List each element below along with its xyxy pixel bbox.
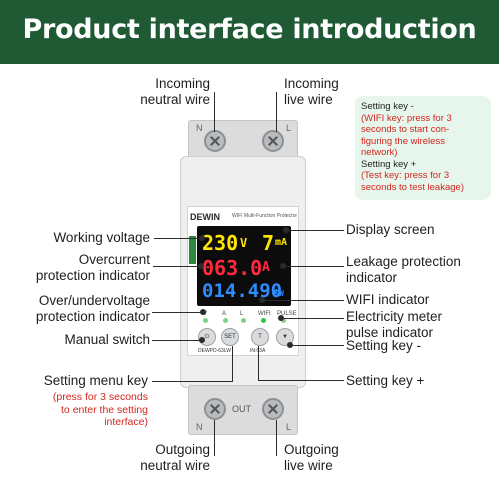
dot-manual-switch (199, 337, 205, 343)
outgoing-live-screw-icon (262, 398, 284, 420)
wifi-led (261, 318, 266, 323)
outgoing-neutral-screw-icon (204, 398, 226, 420)
label-setting-plus: Setting key + (346, 373, 425, 388)
current-unit: A (262, 260, 270, 275)
side-tab (189, 236, 196, 264)
current-reading: 063.0 (202, 256, 263, 280)
dot-display-screen (283, 227, 289, 233)
tip-line-2: (WIFI key: press for 3 (361, 112, 452, 124)
display-screen (197, 226, 291, 306)
device-subtitle: WIFI Multi-Function Protector (232, 213, 298, 219)
power-unit: KW (274, 289, 284, 298)
leader-incoming-live (276, 92, 277, 132)
indicator-label-a: A (222, 311, 227, 317)
indicator-label-l: L (240, 311, 244, 317)
voltage-unit: V (240, 236, 248, 250)
leader-working-voltage (154, 238, 202, 239)
leader-display-screen (286, 230, 344, 231)
pulse-led (281, 318, 286, 323)
leader-overcurrent (153, 266, 201, 267)
tip-line-3: seconds to start con- (361, 124, 450, 135)
label-display-screen: Display screen (346, 222, 435, 237)
leader-setting-plus-v (258, 346, 259, 381)
leader-wifi (262, 300, 344, 301)
setting-menu-button[interactable]: SET (221, 328, 239, 346)
terminal-label-l-top: L (286, 123, 292, 133)
leader-setting-menu-v (232, 346, 233, 382)
dot-pulse (278, 315, 284, 321)
tip-setting-minus-title: Setting key - (361, 101, 414, 112)
page-title: Product interface introduction (22, 14, 477, 45)
leader-incoming-neutral (214, 92, 215, 132)
dot-setting-minus (287, 342, 293, 348)
tip-line-4: figuring the wireless (361, 135, 445, 147)
leader-pulse (281, 318, 344, 319)
terminal-label-n-bottom: N (196, 422, 203, 432)
leader-setting-minus (290, 345, 344, 346)
indicator-label-wifi: WIFI (258, 311, 271, 317)
leader-over-under (152, 312, 203, 313)
leader-setting-menu-h (152, 381, 232, 382)
leader-outgoing-live (276, 420, 277, 456)
setting-plus-button[interactable]: T (251, 328, 269, 346)
dot-overcurrent (198, 263, 204, 269)
label-setting-menu: Setting menu key (43, 373, 148, 388)
dot-over-under (200, 309, 206, 315)
setting-minus-button[interactable]: ▼ (276, 328, 294, 346)
label-manual-switch: Manual switch (64, 332, 150, 347)
terminal-label-out: OUT (232, 404, 251, 414)
power-reading: 014.490 (202, 280, 283, 302)
terminal-label-n-top: N (196, 123, 203, 133)
current-rating: IN:63A (250, 348, 265, 354)
tip-line-5: network) (361, 147, 398, 158)
overcurrent-led (223, 318, 228, 323)
indicator-label-pulse: PULSE (277, 311, 297, 317)
label-setting-minus: Setting key - (346, 338, 422, 353)
leader-leakage (283, 266, 344, 267)
label-wifi-indicator: WIFI indicator (346, 292, 430, 307)
dot-leakage (280, 263, 286, 269)
leakage-led (241, 318, 246, 323)
leader-outgoing-neutral (214, 420, 215, 456)
label-working-voltage: Working voltage (53, 230, 150, 245)
leader-manual-switch (152, 340, 202, 341)
setting-key-tip-box: Setting key - (WIFI key: press for 3 sec… (355, 96, 491, 200)
terminal-label-l-bottom: L (286, 422, 292, 432)
dot-wifi (259, 297, 265, 303)
leader-setting-plus-h (258, 380, 344, 381)
leakage-unit: mA (275, 237, 288, 248)
dot-working-voltage (199, 235, 205, 241)
tip-line-7: (Test key: press for 3 (361, 170, 450, 181)
incoming-neutral-screw-icon (204, 130, 226, 152)
header-banner: Product interface introduction (0, 0, 499, 64)
leakage-reading: 7 (262, 231, 275, 255)
brand-logo: DEWIN (190, 212, 220, 222)
model-number: DEWPD-63LW (198, 348, 231, 354)
tip-setting-plus-title: Setting key + (361, 158, 417, 170)
voltage-reading: 230 (202, 231, 239, 255)
tip-line-8: seconds to test leakage) (361, 181, 464, 193)
voltage-protection-led (203, 318, 208, 323)
incoming-live-screw-icon (262, 130, 284, 152)
